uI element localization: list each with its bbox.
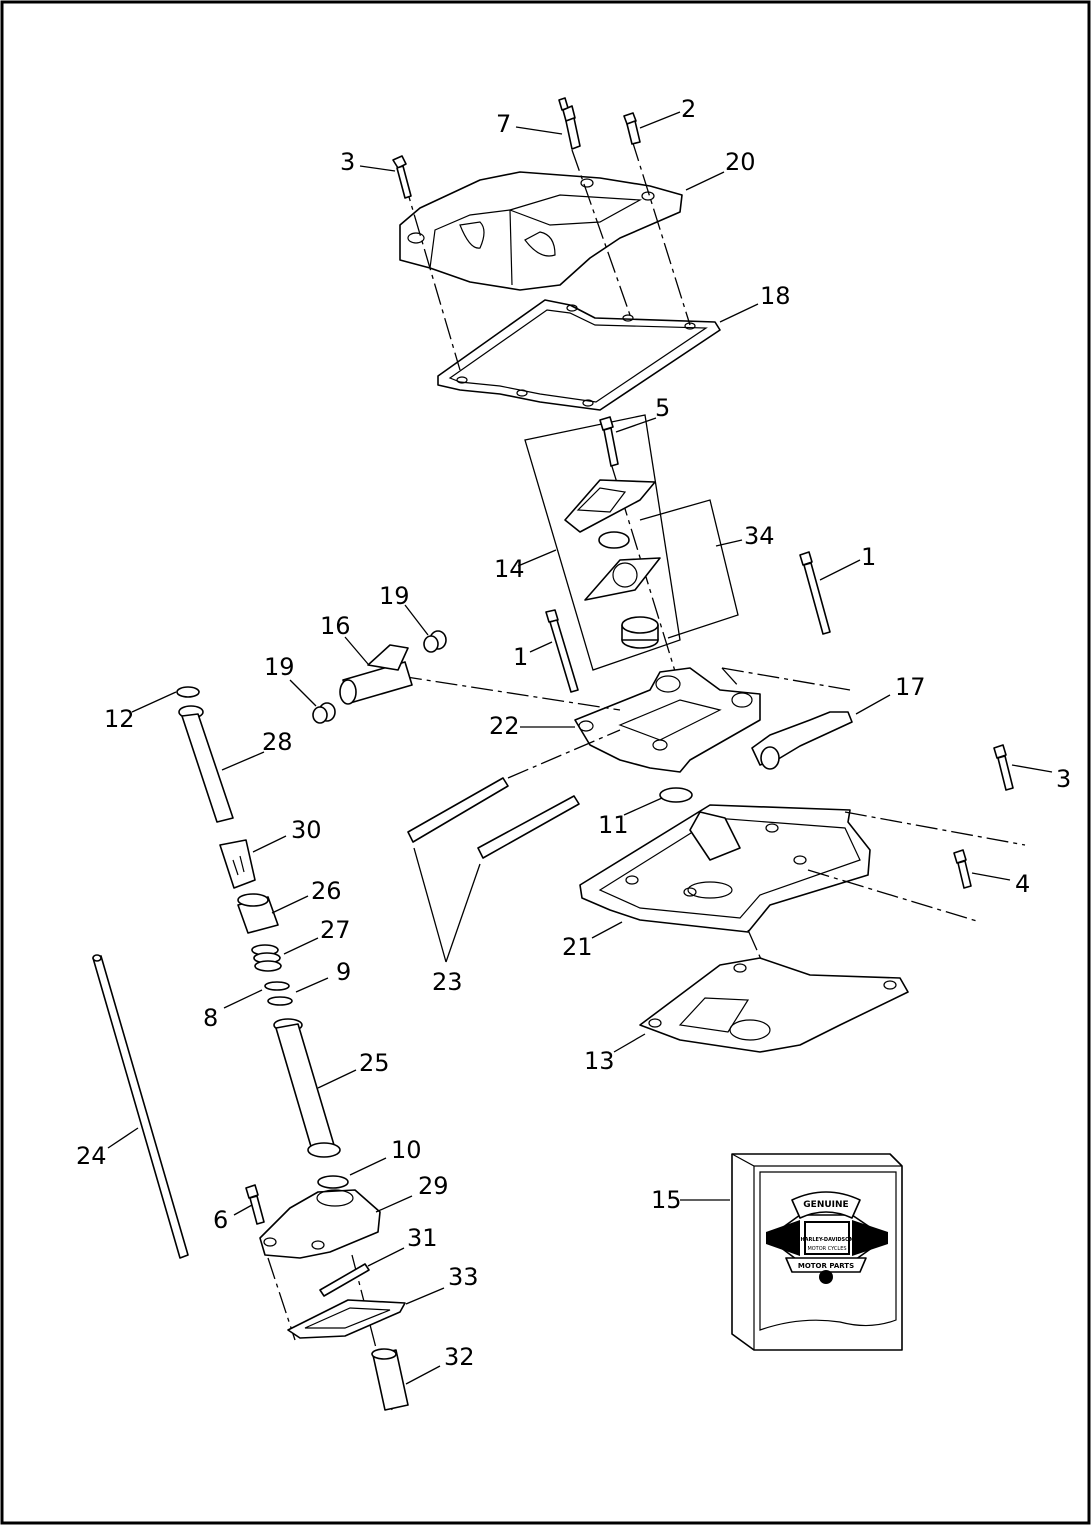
anti-rotation-pin	[319, 1263, 370, 1297]
callout-14: 14	[494, 555, 525, 583]
leader-lines	[107, 111, 1053, 1385]
bolt-1-right	[799, 551, 831, 635]
lifter-cover	[259, 1189, 381, 1259]
logo-middle-text: HARLEY-DAVIDSON	[800, 1237, 853, 1243]
logo-bottom-text: MOTOR PARTS	[798, 1262, 854, 1270]
filter-element	[621, 616, 659, 649]
hydraulic-lifter	[371, 1348, 409, 1411]
breather-valve-plate	[584, 557, 661, 601]
callout-12: 12	[104, 705, 135, 733]
rocker-shaft	[339, 644, 413, 705]
pushrod	[92, 954, 189, 1259]
callout-5: 5	[655, 394, 670, 422]
callout-labels: 3 7 2 20 18 5 34 14 1 1 19 16 19 12 28 2…	[76, 95, 1071, 1371]
callout-13: 13	[584, 1047, 615, 1075]
callout-17: 17	[895, 673, 926, 701]
bolt-2	[623, 112, 641, 145]
callout-27: 27	[320, 916, 351, 944]
callout-29: 29	[418, 1172, 449, 1200]
bolt-5	[599, 416, 619, 467]
callout-34: 34	[744, 522, 775, 550]
callout-10: 10	[391, 1136, 422, 1164]
bushing-19-lower	[312, 702, 336, 724]
callout-23: 23	[432, 968, 463, 996]
rocker-cover-gasket	[437, 299, 721, 411]
rocker-cover	[399, 171, 683, 291]
oring-9	[264, 981, 290, 991]
rocker-support-plate	[574, 667, 761, 773]
callout-3-top: 3	[340, 148, 355, 176]
breather-oring	[598, 531, 630, 549]
logo-small-text: MOTOR CYCLES	[807, 1246, 846, 1252]
callout-4: 4	[1015, 870, 1030, 898]
callout-18: 18	[760, 282, 791, 310]
logo-top-text: GENUINE	[803, 1200, 848, 1210]
callout-2: 2	[681, 95, 696, 123]
callout-21: 21	[562, 933, 593, 961]
callout-6: 6	[213, 1206, 228, 1234]
callout-32: 32	[444, 1343, 475, 1371]
bolt-6	[245, 1184, 265, 1225]
bolt-3-right	[993, 744, 1014, 791]
oring-12	[176, 686, 200, 698]
callout-24: 24	[76, 1142, 107, 1170]
callout-1-right: 1	[861, 543, 876, 571]
callout-26: 26	[311, 877, 342, 905]
rocker-arm	[751, 711, 853, 770]
harley-davidson-logo: GENUINE HARLEY-DAVIDSON MOTOR CYCLES MOT…	[766, 1191, 888, 1284]
callout-33: 33	[448, 1263, 479, 1291]
spring	[251, 944, 282, 972]
callout-7: 7	[496, 110, 511, 138]
callout-19-lower: 19	[264, 653, 295, 681]
lifter-gasket	[287, 1299, 406, 1339]
upper-pushrod-cover	[178, 705, 234, 823]
callout-31: 31	[407, 1224, 438, 1252]
spring-cap	[237, 893, 279, 934]
rocker-shaft-pins	[407, 777, 580, 859]
bolt-3-top	[392, 155, 412, 199]
oring-11	[659, 787, 693, 803]
oring-8	[267, 996, 293, 1006]
lower-rocker-housing	[579, 804, 871, 933]
breather-cover	[564, 479, 656, 533]
callout-22: 22	[489, 712, 520, 740]
lower-pushrod-cover	[273, 1018, 341, 1158]
callout-20: 20	[725, 148, 756, 176]
callout-15: 15	[651, 1186, 682, 1214]
callout-30: 30	[291, 816, 322, 844]
filter-assembly-outline	[639, 499, 739, 639]
callout-28: 28	[262, 728, 293, 756]
bolt-1-left	[545, 609, 579, 693]
bushing-19-upper	[423, 630, 447, 653]
callout-3-right: 3	[1056, 765, 1071, 793]
callout-9: 9	[336, 958, 351, 986]
callout-8: 8	[203, 1004, 218, 1032]
callout-16: 16	[320, 612, 351, 640]
oring-10	[317, 1175, 349, 1189]
callout-1-left: 1	[513, 643, 528, 671]
callout-19-upper: 19	[379, 582, 410, 610]
base-gasket	[639, 957, 909, 1053]
callout-25: 25	[359, 1049, 390, 1077]
bolt-4	[953, 849, 972, 889]
callout-11: 11	[598, 811, 629, 839]
pushrod-cover-keeper	[219, 839, 256, 889]
breather-bolt-7	[558, 97, 581, 150]
